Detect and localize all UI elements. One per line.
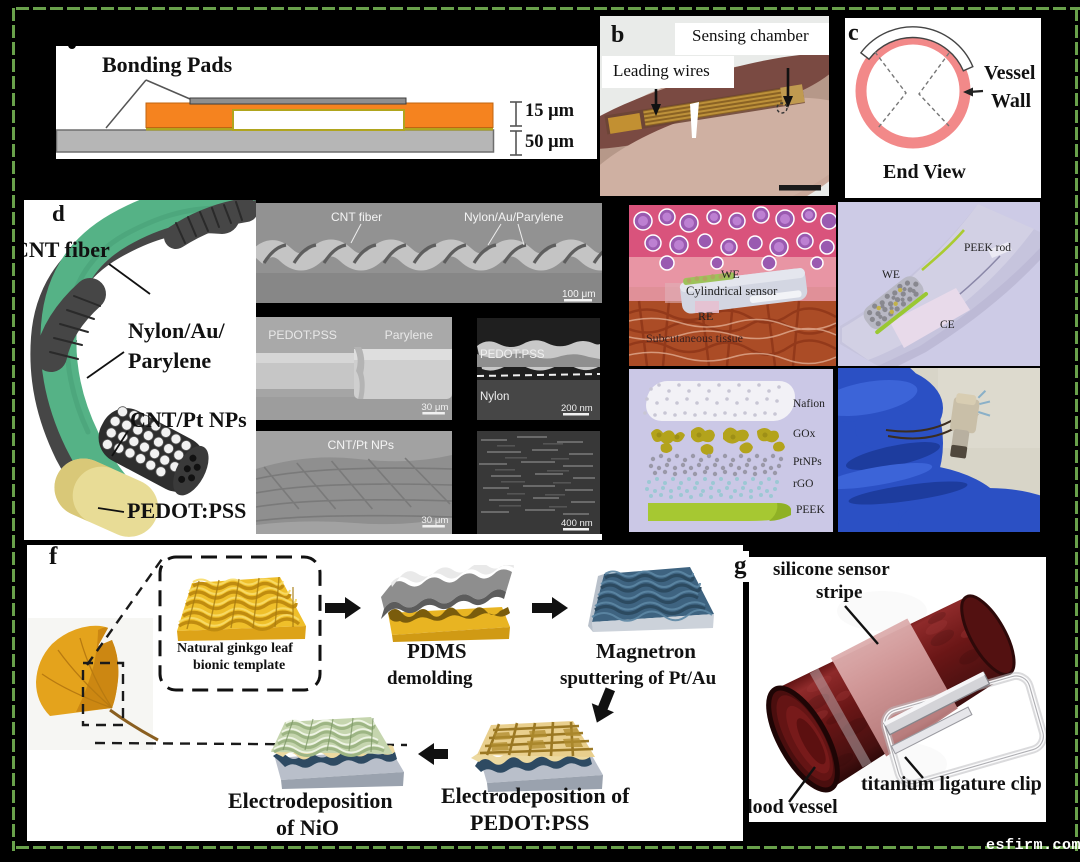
svg-text:400 nm: 400 nm <box>561 518 593 529</box>
svg-text:WE: WE <box>721 267 740 281</box>
svg-text:CNT/Pt NPs: CNT/Pt NPs <box>327 438 394 452</box>
svg-text:Subcutaneous tissue: Subcutaneous tissue <box>646 331 743 345</box>
svg-text:CE: CE <box>940 319 955 331</box>
svg-text:RE: RE <box>698 309 713 323</box>
svg-text:CNT fiber: CNT fiber <box>331 210 382 224</box>
svg-text:PEEK rod: PEEK rod <box>964 242 1011 254</box>
svg-text:30 μm: 30 μm <box>421 515 448 526</box>
svg-text:100 μm: 100 μm <box>562 289 596 300</box>
svg-text:Parylene: Parylene <box>385 328 434 342</box>
svg-text:Nafion: Nafion <box>793 398 825 410</box>
svg-text:PEDOT:PSS: PEDOT:PSS <box>480 349 545 361</box>
svg-text:PEEK: PEEK <box>796 504 825 516</box>
svg-text:Nylon/Au/Parylene: Nylon/Au/Parylene <box>464 210 564 224</box>
svg-text:200 nm: 200 nm <box>561 403 593 414</box>
svg-text:Nylon: Nylon <box>480 391 509 403</box>
svg-text:GOx: GOx <box>793 428 816 440</box>
svg-text:WE: WE <box>882 269 900 281</box>
svg-text:PtNPs: PtNPs <box>793 456 822 468</box>
svg-text:rGO: rGO <box>793 478 813 490</box>
svg-text:30 μm: 30 μm <box>421 402 448 413</box>
svg-text:Cylindrical sensor: Cylindrical sensor <box>686 284 778 298</box>
svg-text:PEDOT:PSS: PEDOT:PSS <box>268 328 337 342</box>
